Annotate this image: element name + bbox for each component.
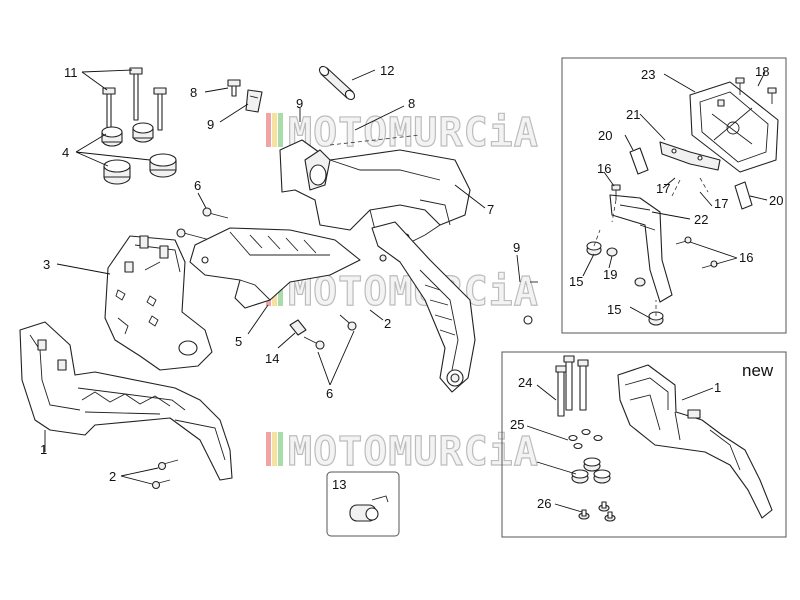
callout-9: 9 bbox=[207, 117, 214, 132]
part-grommets-new bbox=[571, 457, 611, 484]
callout-2: 2 bbox=[109, 469, 116, 484]
callout-18: 18 bbox=[755, 64, 769, 79]
callout-1: 1 bbox=[714, 380, 721, 395]
part-1-fender bbox=[19, 321, 233, 481]
callout-20: 20 bbox=[598, 128, 612, 143]
part-22-plate-bracket bbox=[609, 194, 673, 303]
watermark-bottom: MOTOMURCiA bbox=[266, 428, 539, 476]
callout-25: 25 bbox=[510, 417, 524, 432]
part-8-bolt bbox=[227, 79, 241, 97]
callout-4: 4 bbox=[62, 145, 69, 160]
inset-box-part-13 bbox=[326, 471, 400, 537]
inset-box-license-plate bbox=[561, 57, 787, 334]
part-12-spacer bbox=[318, 65, 356, 101]
callout-labels: 11 8 9 9 8 12 4 6 7 3 9 5 2 14 6 1 2 13 … bbox=[40, 63, 783, 511]
callout-23: 23 bbox=[641, 67, 655, 82]
part-23-plate-holder bbox=[689, 81, 779, 173]
part-24-bolts bbox=[555, 355, 589, 417]
callout-17: 17 bbox=[714, 196, 728, 211]
callout-26: 26 bbox=[537, 496, 551, 511]
callout-8: 8 bbox=[408, 96, 415, 111]
callout-12: 12 bbox=[380, 63, 394, 78]
callout-7: 7 bbox=[487, 202, 494, 217]
watermark-stripe-red bbox=[266, 432, 271, 466]
part-4-grommets bbox=[101, 122, 177, 185]
watermark-text: MOTOMURCiA bbox=[288, 269, 539, 315]
watermark-middle: MOTOMURCiA bbox=[266, 268, 539, 316]
callout-9: 9 bbox=[296, 96, 303, 111]
callout-13: 13 bbox=[332, 477, 346, 492]
callout-3: 3 bbox=[43, 257, 50, 272]
callout-1: 1 bbox=[40, 442, 47, 457]
callout-5: 5 bbox=[235, 334, 242, 349]
part-2-screws bbox=[151, 459, 179, 490]
part-5-bracket bbox=[189, 227, 361, 309]
callout-8: 8 bbox=[190, 85, 197, 100]
part-21-bracket bbox=[659, 141, 721, 171]
part-20-reflectors bbox=[629, 147, 753, 210]
part-6-bolts-lower bbox=[303, 314, 357, 350]
callout-16: 16 bbox=[739, 250, 753, 265]
callout-15: 15 bbox=[607, 302, 621, 317]
part-arm bbox=[371, 221, 476, 393]
part-14-spacer bbox=[289, 319, 307, 336]
callout-9: 9 bbox=[513, 240, 520, 255]
part-25-washers bbox=[568, 428, 603, 450]
watermark-stripe-green bbox=[278, 432, 283, 466]
leader-lines bbox=[44, 69, 768, 513]
callout-11: 11 bbox=[64, 65, 78, 80]
part-3-mount-plate bbox=[104, 235, 213, 371]
part-11-screws bbox=[102, 67, 167, 131]
callout-14: 14 bbox=[265, 351, 279, 366]
part-9-nut bbox=[379, 254, 538, 325]
watermark-top: MOTOMURCiA bbox=[266, 109, 539, 157]
watermark-stripe-red bbox=[266, 113, 271, 147]
new-label: new bbox=[742, 361, 774, 380]
callout-2: 2 bbox=[384, 316, 391, 331]
callout-22: 22 bbox=[694, 212, 708, 227]
callout-19: 19 bbox=[603, 267, 617, 282]
watermark-text: MOTOMURCiA bbox=[288, 110, 539, 156]
part-6-bolts-upper bbox=[176, 207, 229, 241]
watermark-text: MOTOMURCiA bbox=[288, 429, 539, 475]
callout-6: 6 bbox=[326, 386, 333, 401]
watermark-stripe-yellow bbox=[272, 432, 277, 466]
callout-17: 17 bbox=[656, 181, 670, 196]
part-9-clip bbox=[245, 89, 263, 113]
callout-20: 20 bbox=[769, 193, 783, 208]
inset-box-new bbox=[501, 351, 787, 538]
inset-dash-lines bbox=[593, 177, 709, 316]
watermark-stripe-green bbox=[278, 113, 283, 147]
callout-24: 24 bbox=[518, 375, 532, 390]
watermark-stripe-yellow bbox=[272, 113, 277, 147]
part-18-screws bbox=[735, 77, 777, 104]
part-26-nuts bbox=[578, 501, 616, 522]
callout-15: 15 bbox=[569, 274, 583, 289]
callout-6: 6 bbox=[194, 178, 201, 193]
part-16-screws bbox=[611, 184, 718, 269]
part-1-new-tail-unit bbox=[617, 364, 773, 519]
part-13-clip bbox=[349, 495, 389, 522]
callout-16: 16 bbox=[597, 161, 611, 176]
callout-21: 21 bbox=[626, 107, 640, 122]
